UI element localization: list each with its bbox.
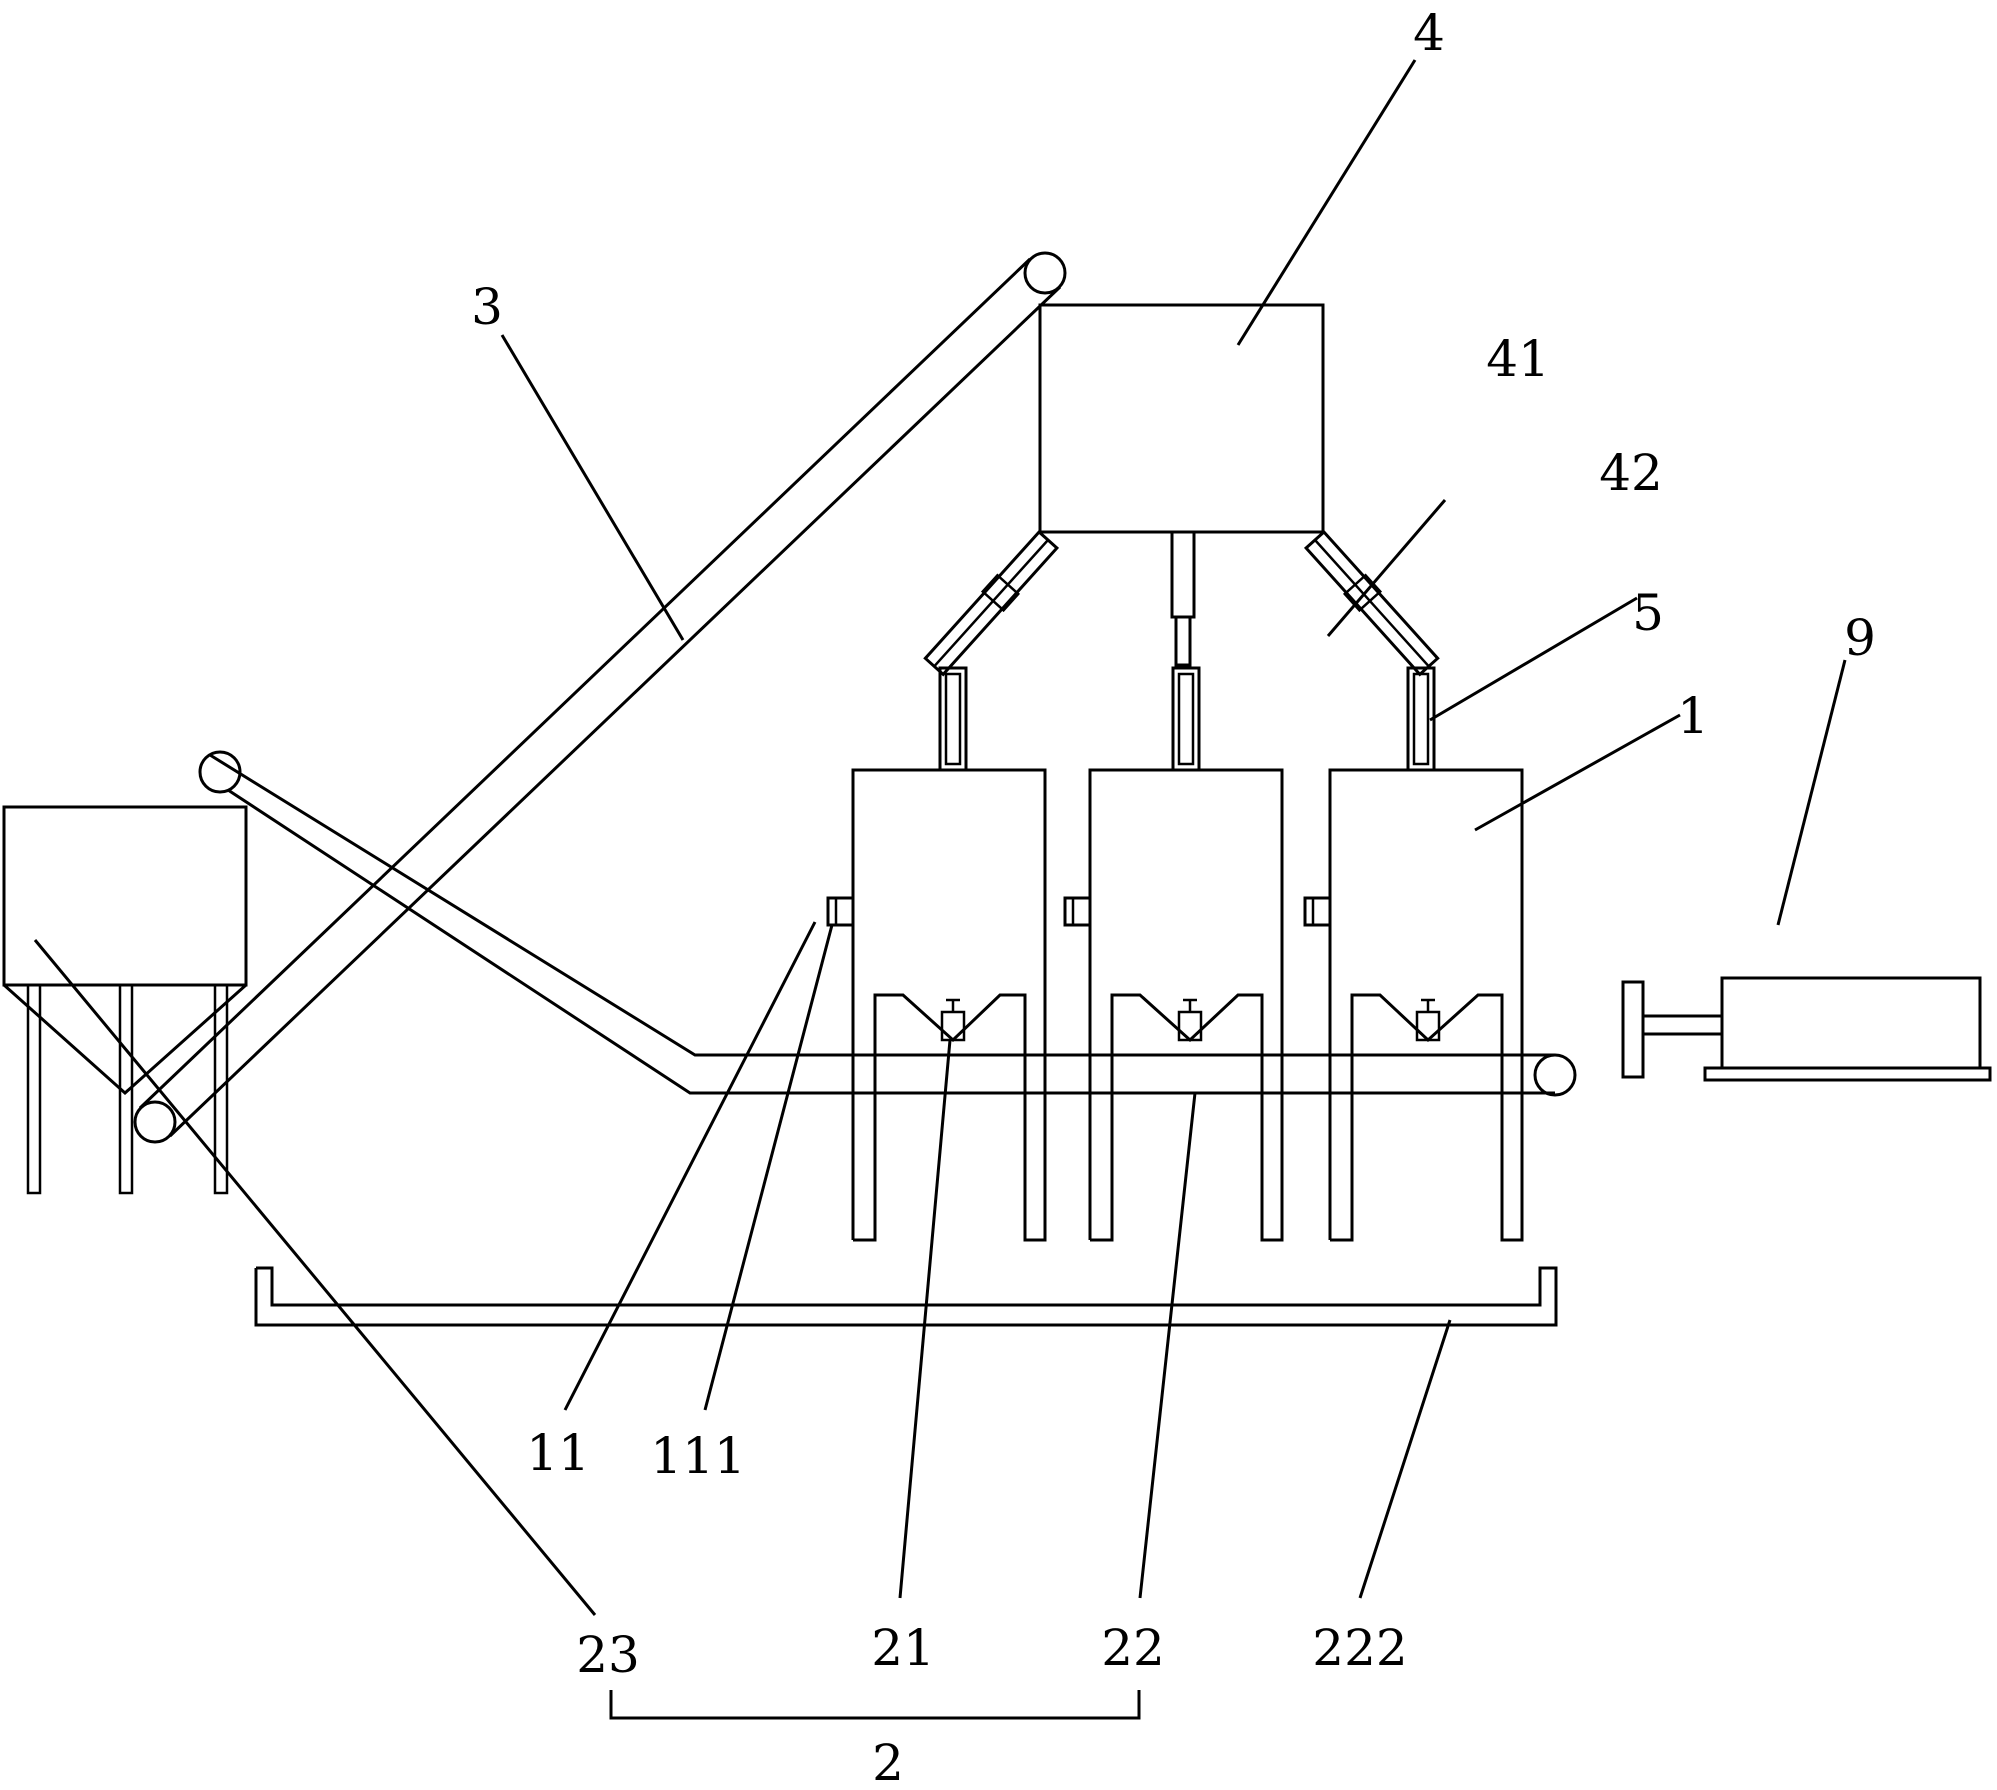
group-bracket xyxy=(609,1690,1141,1720)
valve xyxy=(1177,1010,1203,1042)
label-11: 11 xyxy=(526,1424,590,1482)
hopper-cone xyxy=(3,983,247,1096)
inclined-conveyor xyxy=(133,251,1067,1144)
tank-right xyxy=(1303,666,1524,1242)
label-23: 23 xyxy=(576,1626,640,1684)
label-222: 222 xyxy=(1312,1619,1407,1677)
belt-conveyor xyxy=(198,750,1577,1097)
center-feed-pipe xyxy=(1170,530,1196,667)
feed-hopper xyxy=(2,805,248,1195)
hopper-leg xyxy=(213,983,229,1195)
belt-lower xyxy=(227,788,1555,1095)
conveyor-roller-bottom xyxy=(133,1100,177,1144)
outlet-pipe xyxy=(1063,896,1092,927)
tank-left xyxy=(826,666,1047,1242)
label-3: 3 xyxy=(471,278,503,336)
leader-lines xyxy=(33,59,1847,1616)
label-4: 4 xyxy=(1413,4,1445,62)
belt-upper xyxy=(209,753,1555,1057)
distributor-box xyxy=(1038,303,1325,534)
label-22: 22 xyxy=(1101,1619,1165,1677)
inlet-sleeve xyxy=(1171,666,1201,772)
collection-tray xyxy=(254,1266,1558,1327)
drive-body xyxy=(1720,976,1982,1070)
belt-roller-left xyxy=(198,750,242,794)
label-1: 1 xyxy=(1677,687,1709,745)
tank-body xyxy=(851,768,1047,1242)
valve xyxy=(1415,1010,1441,1042)
hopper-leg xyxy=(26,983,42,1195)
conveyor-belt-upper xyxy=(138,257,1032,1110)
outlet-pipe xyxy=(1303,896,1332,927)
drive-shaft xyxy=(1641,1014,1724,1036)
label-42: 42 xyxy=(1599,444,1663,502)
valve xyxy=(940,1010,966,1042)
label-111: 111 xyxy=(650,1427,745,1485)
reference-labels: 4 41 42 3 5 9 1 11 111 21 22 222 23 2 xyxy=(471,4,1876,1790)
conveyor-belt-lower xyxy=(168,285,1062,1138)
inlet-sleeve xyxy=(938,666,968,772)
drive-base xyxy=(1703,1066,1992,1082)
label-9: 9 xyxy=(1844,609,1876,667)
drive-plate xyxy=(1621,980,1645,1079)
right-feed-pipe xyxy=(1303,529,1440,677)
outlet-pipe xyxy=(826,896,855,927)
left-feed-pipe xyxy=(923,529,1060,677)
hopper-body xyxy=(2,805,248,987)
tank-body xyxy=(1328,768,1524,1242)
tank-body xyxy=(1088,768,1284,1242)
drive-unit xyxy=(1621,976,1992,1082)
belt-roller-right xyxy=(1533,1053,1577,1097)
tank-middle xyxy=(1063,666,1284,1242)
label-21: 21 xyxy=(871,1619,935,1677)
label-41: 41 xyxy=(1486,330,1550,388)
label-2: 2 xyxy=(872,1734,904,1790)
conveyor-roller-top xyxy=(1023,251,1067,295)
hopper-leg xyxy=(118,983,134,1195)
label-5: 5 xyxy=(1632,584,1664,642)
